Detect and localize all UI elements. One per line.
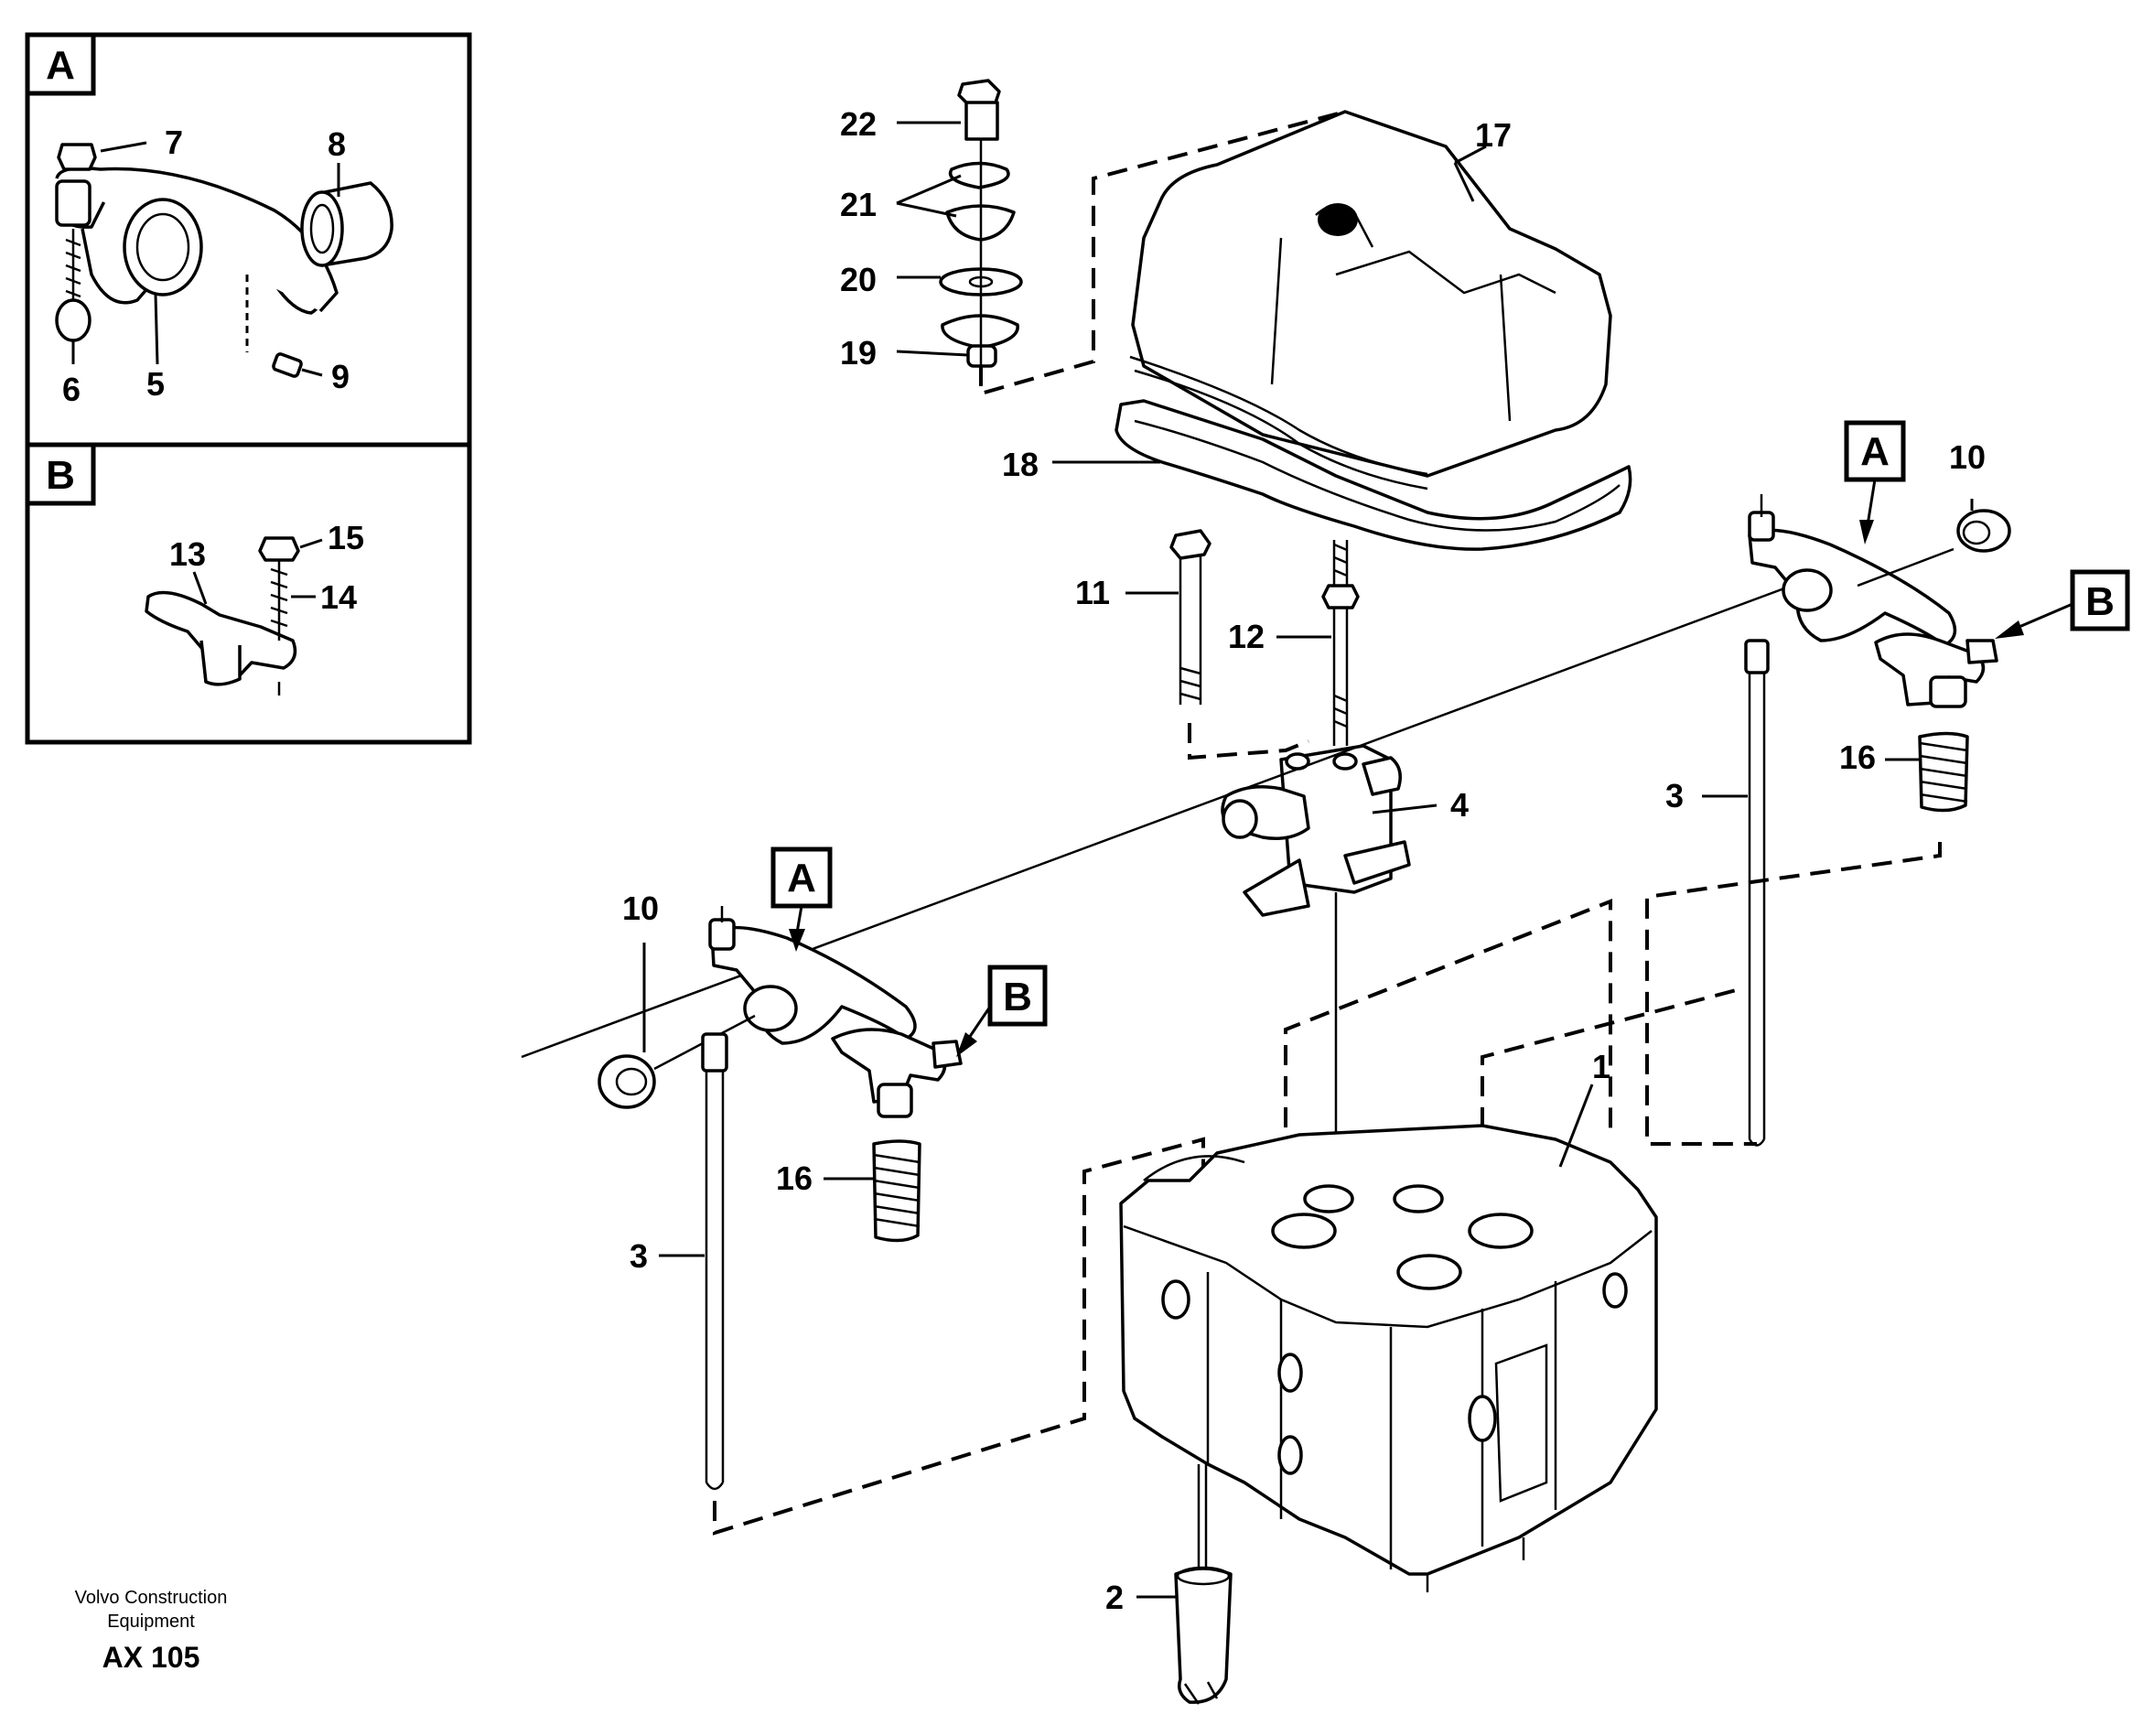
footer-company-line2: Equipment	[107, 1612, 195, 1632]
bolt-11: 11	[1075, 529, 1309, 760]
detail-view-a: A 7 8 6	[25, 32, 472, 447]
label-13: 13	[169, 535, 206, 573]
set-screw-9-drawing	[272, 352, 303, 378]
label-7: 7	[165, 124, 183, 161]
callout-b-right	[2070, 569, 2130, 631]
label-6: 6	[62, 371, 81, 408]
detail-view-b-frame	[25, 442, 472, 745]
label-1: 1	[1592, 1048, 1610, 1085]
label-10-left: 10	[622, 890, 659, 927]
cylinder-head-1: 1	[1119, 1048, 1658, 1592]
nut-15-drawing	[258, 536, 300, 562]
rocker-bracket-4: 4	[1221, 744, 1469, 917]
stud-12: 12	[1228, 540, 1360, 746]
label-4: 4	[1450, 786, 1469, 824]
screw-6-drawing	[55, 229, 92, 342]
cap-nut-22-body	[964, 101, 999, 141]
detail-view-a-tag	[25, 32, 96, 96]
gasket-18: 18	[1002, 399, 1632, 551]
detail-view-b-letter: B	[46, 453, 75, 498]
detail-view-b-tag	[25, 442, 96, 506]
callout-b-right-letter: B	[2085, 579, 2115, 624]
label-19: 19	[840, 334, 877, 372]
label-17: 17	[1475, 116, 1512, 154]
label-15: 15	[328, 519, 364, 556]
label-16-left: 16	[776, 1159, 813, 1197]
rocker-assembly-left: 10 A B 16 3	[598, 846, 1205, 1536]
seal-21-top-drawing	[948, 161, 1010, 189]
label-18: 18	[1002, 446, 1039, 483]
label-22: 22	[840, 105, 877, 143]
rocker-arm-drawing-a	[55, 167, 339, 315]
label-21: 21	[840, 186, 877, 223]
callout-a-right	[1844, 420, 1906, 482]
callout-b-left	[987, 965, 1048, 1027]
figure-code: AX 105	[102, 1641, 200, 1674]
label-2: 2	[1105, 1579, 1124, 1616]
label-8: 8	[328, 125, 346, 163]
label-16-right: 16	[1839, 739, 1876, 776]
label-12: 12	[1228, 618, 1265, 655]
label-11: 11	[1075, 574, 1110, 611]
label-10-right: 10	[1949, 438, 1986, 476]
label-5: 5	[146, 365, 165, 403]
detail-view-b: B 13 15 14	[25, 442, 472, 745]
label-3-left: 3	[630, 1237, 648, 1275]
valve-spring-16-right	[1918, 731, 1969, 813]
label-20: 20	[840, 261, 877, 298]
valve-cover-17: 17	[1129, 110, 1612, 491]
label-3-right: 3	[1665, 777, 1684, 814]
valve-spring-16-left	[872, 1139, 921, 1243]
adjusting-screw-14-drawing	[270, 556, 288, 641]
rocker-assembly-right: 10 A B 16 3	[1645, 420, 2130, 1147]
bushing-8-drawing	[300, 181, 393, 267]
label-9: 9	[331, 358, 350, 395]
cover-fastener-stack: 22 21 20 19	[840, 79, 1346, 396]
callout-a-left-letter: A	[787, 856, 816, 900]
sleeve-2: 2	[1105, 1464, 1233, 1705]
footer: Volvo Construction Equipment AX 105	[75, 1588, 228, 1674]
label-14: 14	[320, 578, 357, 616]
callout-b-left-letter: B	[1003, 975, 1032, 1019]
detail-view-a-letter: A	[46, 43, 75, 88]
rocker-b-drawing	[145, 590, 297, 686]
callout-a-left	[770, 846, 833, 909]
footer-company: Volvo Construction	[75, 1588, 228, 1608]
rocker-shaft-axis	[521, 575, 1817, 1059]
callout-a-right-letter: A	[1860, 429, 1890, 474]
nut-7-drawing	[57, 143, 97, 171]
